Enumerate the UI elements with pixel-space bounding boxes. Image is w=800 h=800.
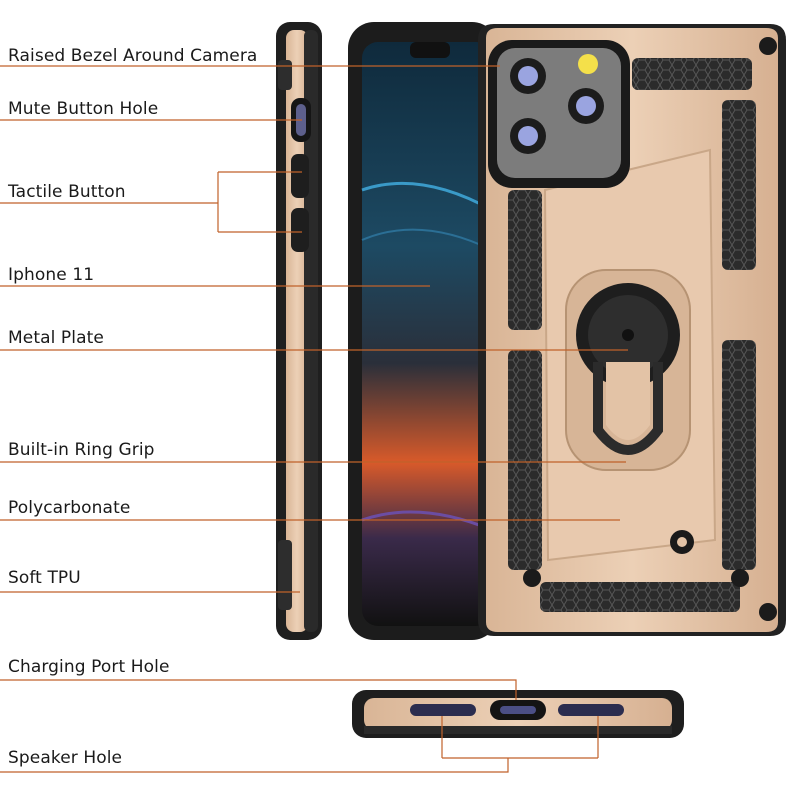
phone-front-view	[348, 22, 498, 640]
speaker-holes	[410, 704, 624, 716]
label-mute-button-hole: Mute Button Hole	[8, 99, 159, 119]
label-charging-port-hole: Charging Port Hole	[8, 657, 170, 677]
label-tactile-button: Tactile Button	[8, 182, 126, 202]
label-ring-grip: Built-in Ring Grip	[8, 440, 155, 460]
label-metal-plate: Metal Plate	[8, 328, 104, 348]
leader-tactile-button	[0, 171, 302, 233]
leader-charging-port	[0, 679, 517, 700]
label-speaker-hole: Speaker Hole	[8, 748, 123, 768]
ring-grip	[565, 269, 691, 471]
label-raised-bezel: Raised Bezel Around Camera	[8, 46, 258, 66]
brand-logo	[670, 530, 694, 554]
label-soft-tpu: Soft TPU	[8, 568, 81, 588]
tactile-buttons	[291, 154, 309, 252]
label-polycarbonate: Polycarbonate	[8, 498, 131, 518]
camera-bezel	[488, 40, 630, 188]
charging-port-hole	[490, 700, 546, 720]
label-iphone-11: Iphone 11	[8, 265, 95, 285]
leader-speaker-hole	[0, 716, 599, 773]
leader-lines	[0, 65, 628, 773]
